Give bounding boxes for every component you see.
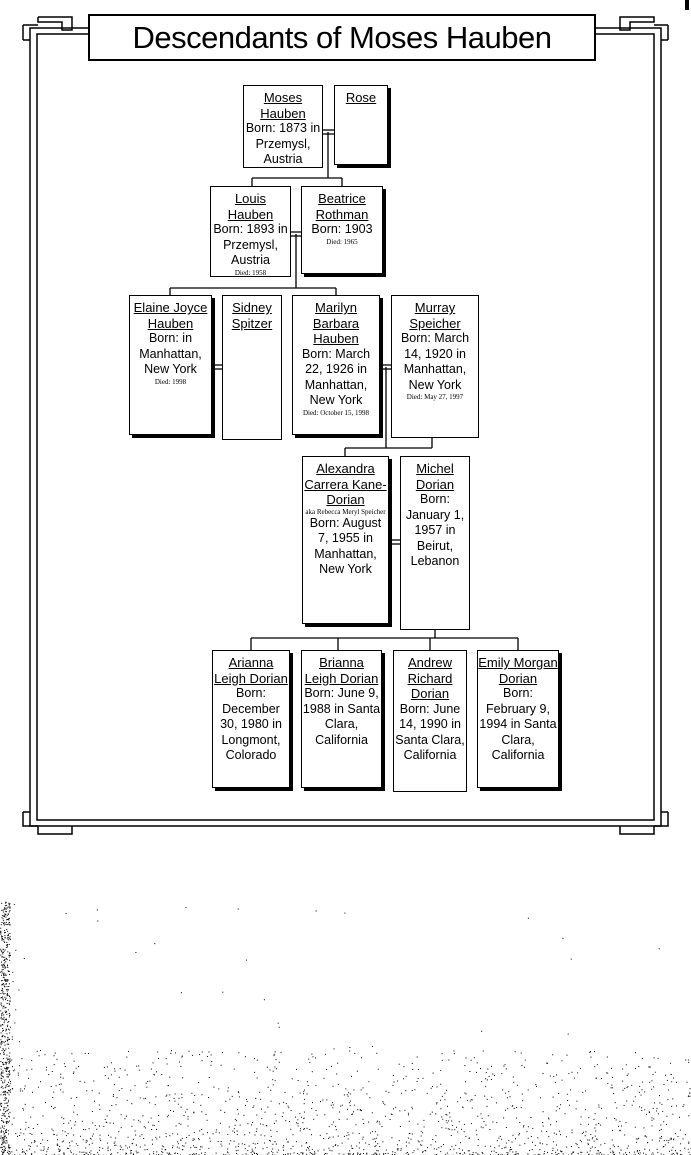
person-rose: Rose (334, 85, 388, 165)
person-name: Michel Dorian (415, 461, 455, 492)
person-name: Arianna Leigh Dorian (214, 655, 288, 686)
person-emily-morgan-dorian: Emily Morgan Dorian Born: February 9, 19… (477, 650, 559, 788)
person-info: Born: December 30, 1980 in Longmont, Col… (220, 686, 282, 762)
person-info: Born: in Manhattan, New York (139, 331, 202, 376)
person-name: Beatrice Rothman (315, 191, 369, 222)
person-name: Emily Morgan Dorian (478, 655, 558, 686)
person-name: Elaine Joyce Hauben (133, 300, 208, 331)
edge-mark (685, 0, 689, 10)
person-beatrice-rothman: Beatrice Rothman Born: 1903 Died: 1965 (301, 186, 383, 274)
person-name: Louis Hauben (227, 191, 274, 222)
person-note: Died: 1965 (326, 237, 358, 246)
scan-noise (0, 901, 691, 1155)
person-info: Born: 1903 (311, 222, 373, 236)
person-info: Born: 1873 in Przemysl, Austria (245, 121, 321, 166)
person-info: Born: March 14, 1920 in Manhattan, New Y… (400, 331, 470, 392)
person-moses-hauben: Moses Hauben Born: 1873 in Przemysl, Aus… (243, 85, 323, 168)
person-name: Murray Speicher (409, 300, 461, 331)
person-note: Died: May 27, 1997 (406, 393, 464, 401)
person-aka: aka Rebecca Meryl Speicher (305, 507, 386, 516)
person-info: Born: March 22, 1926 in Manhattan, New Y… (301, 346, 371, 408)
person-note: Died: October 15, 1998 (302, 408, 370, 417)
person-name: Brianna Leigh Dorian (304, 655, 379, 686)
person-michel-dorian: Michel Dorian Born: January 1, 1957 in B… (400, 456, 470, 630)
person-note: Died: 1958 (234, 268, 267, 277)
person-info: Born: February 9, 1994 in Santa Clara, C… (479, 686, 557, 762)
person-louis-hauben: Louis Hauben Born: 1893 in Przemysl, Aus… (210, 186, 291, 277)
person-name: Sidney Spitzer (231, 300, 273, 331)
person-name: Marilyn Barbara Hauben (312, 300, 360, 346)
person-arianna-leigh-dorian: Arianna Leigh Dorian Born: December 30, … (212, 650, 290, 788)
person-name: Moses Hauben (260, 90, 306, 121)
person-info: Born: June 14, 1990 in Santa Clara, Cali… (395, 701, 465, 763)
person-elaine-joyce-hauben: Elaine Joyce Hauben Born: in Manhattan, … (129, 295, 212, 435)
person-brianna-leigh-dorian: Brianna Leigh Dorian Born: June 9, 1988 … (301, 650, 382, 788)
person-info: Born: August 7, 1955 in Manhattan, New Y… (309, 515, 382, 577)
person-note: Died: 1998 (154, 377, 187, 386)
person-marilyn-barbara-hauben: Marilyn Barbara Hauben Born: March 22, 1… (292, 295, 380, 435)
person-murray-speicher: Murray Speicher Born: March 14, 1920 in … (391, 295, 479, 438)
person-alexandra-carrera-kane-dorian: Alexandra Carrera Kane-Dorian aka Rebecc… (302, 456, 389, 624)
person-sidney-spitzer: Sidney Spitzer (222, 295, 282, 440)
person-info: Born: 1893 in Przemysl, Austria (213, 222, 288, 267)
person-name: Alexandra Carrera Kane-Dorian (304, 461, 387, 507)
page-title: Descendants of Moses Hauben (132, 19, 552, 55)
person-info: Born: January 1, 1957 in Beirut, Lebanon (405, 492, 465, 568)
person-andrew-richard-dorian: Andrew Richard Dorian Born: June 14, 199… (393, 650, 467, 792)
person-info: Born: June 9, 1988 in Santa Clara, Calif… (302, 686, 381, 747)
title-box: Descendants of Moses Hauben (88, 14, 596, 61)
person-name: Rose (345, 90, 377, 105)
person-name: Andrew Richard Dorian (407, 655, 453, 701)
